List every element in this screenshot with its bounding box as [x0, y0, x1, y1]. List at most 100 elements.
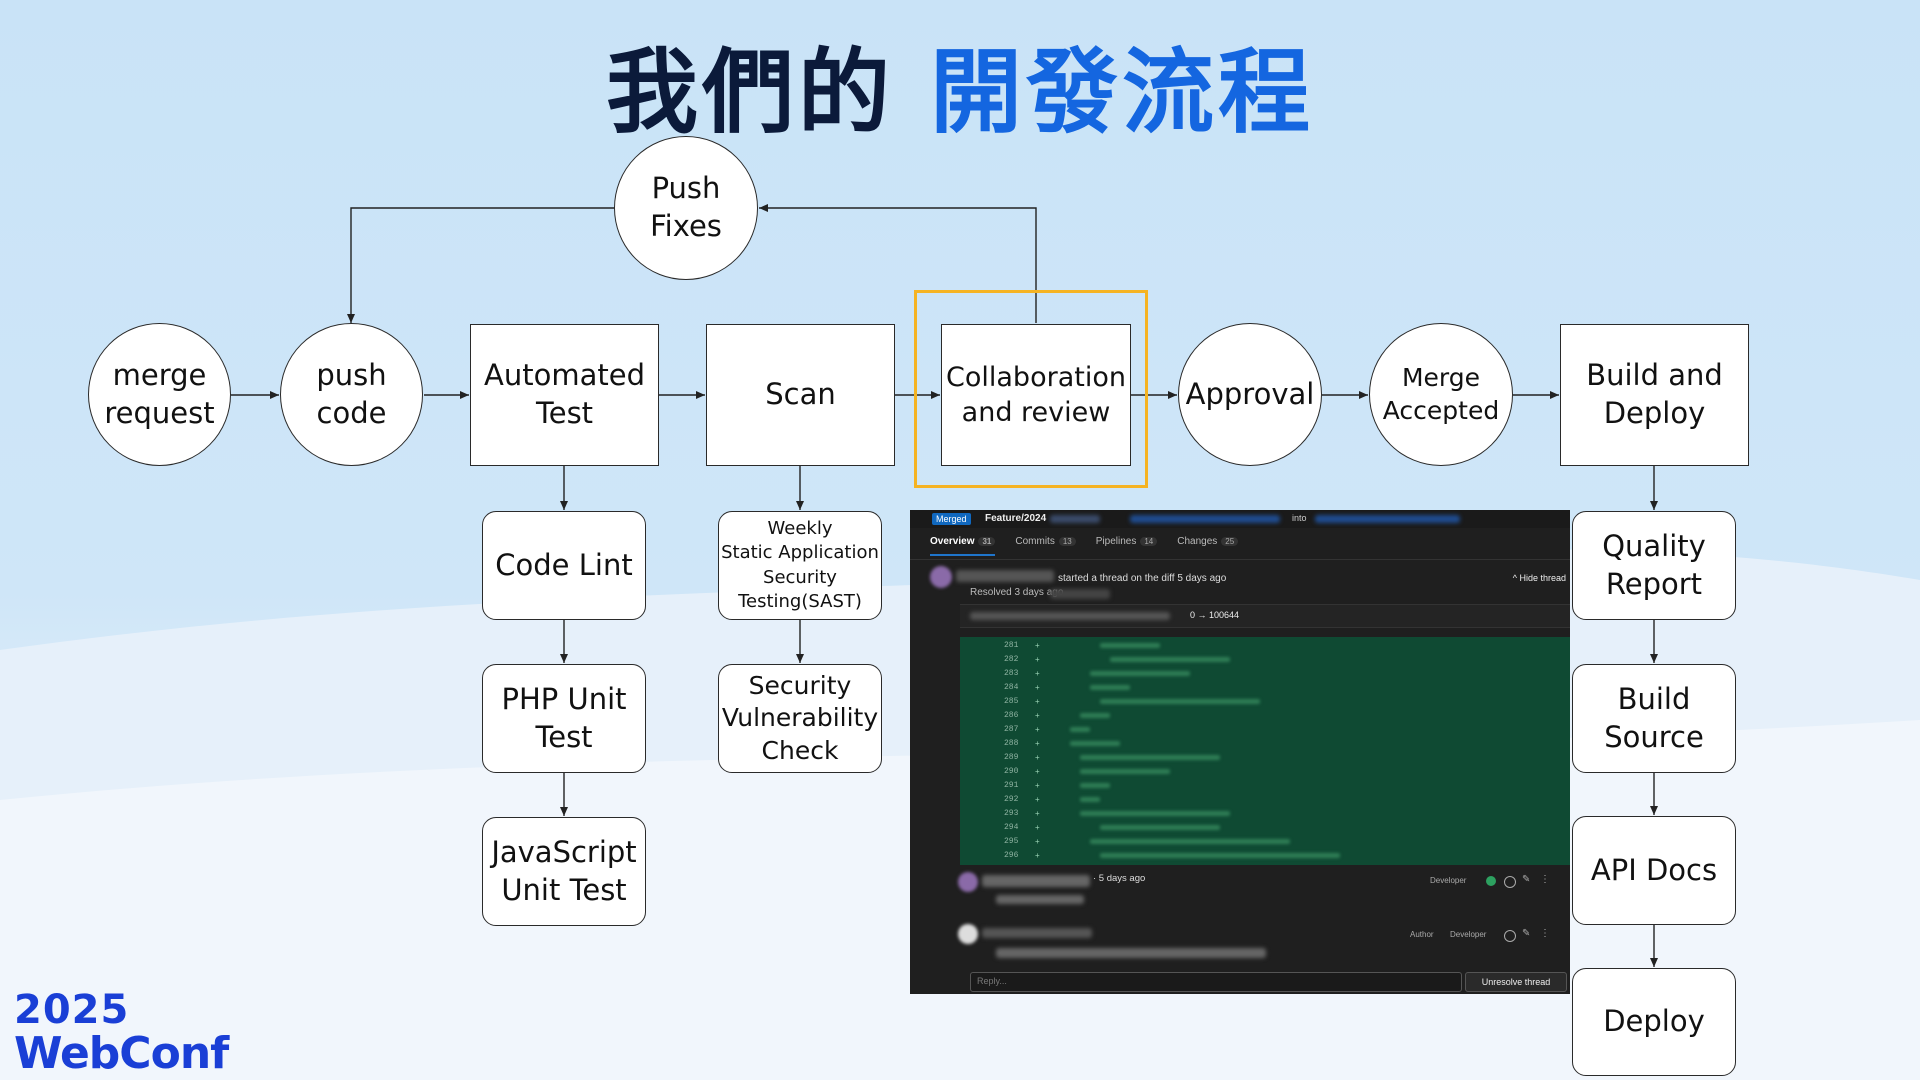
node-sast-label: Weekly Static Application Security Testi… — [721, 517, 879, 612]
tab-overview-label: Overview — [930, 536, 975, 547]
node-merge-accepted: Merge Accepted — [1369, 323, 1513, 466]
more-icon-2[interactable]: ⋮ — [1540, 928, 1550, 939]
node-js-unit-label: JavaScript Unit Test — [491, 834, 637, 907]
node-sast: Weekly Static Application Security Testi… — [718, 511, 882, 620]
added-line-marker: + — [1035, 851, 1040, 860]
tab-changes-label: Changes — [1177, 536, 1218, 547]
comment-avatar — [958, 872, 978, 892]
reply-avatar — [958, 924, 978, 944]
edit-icon[interactable]: ✎ — [1522, 874, 1531, 885]
blurred-code-line — [1100, 643, 1160, 648]
blurred-comment-text — [996, 895, 1084, 904]
node-push-code-label: push code — [316, 357, 387, 430]
added-line-marker: + — [1035, 641, 1040, 650]
line-number: 289 — [1004, 753, 1019, 762]
blurred-code-line — [1080, 769, 1170, 774]
unresolve-thread-button[interactable]: Unresolve thread — [1465, 972, 1567, 992]
title-part-2: 開發流程 — [930, 39, 1315, 146]
blurred-code-line — [1080, 755, 1220, 760]
node-merge-request-label: merge request — [104, 357, 215, 430]
emoji-icon-2[interactable] — [1504, 930, 1516, 942]
blurred-code-line — [1070, 741, 1120, 746]
blurred-code-line — [1100, 853, 1340, 858]
node-collaboration: Collaboration and review — [941, 324, 1131, 466]
emoji-icon[interactable] — [1504, 876, 1516, 888]
resolved-status: Resolved 3 days ago — [970, 587, 1064, 598]
node-security-check: Security Vulnerability Check — [718, 664, 882, 773]
page-title: 我們的 開發流程 — [0, 18, 1920, 151]
tab-commits-label: Commits — [1015, 536, 1055, 547]
line-number: 282 — [1004, 655, 1019, 664]
node-build-source-label: Build Source — [1604, 681, 1704, 754]
edge-fixes-to-push — [347, 207, 614, 323]
merged-badge: Merged — [932, 513, 971, 525]
title-part-1: 我們的 — [605, 39, 894, 146]
node-scan: Scan — [706, 324, 895, 466]
thread-meta: started a thread on the diff 5 days ago — [1058, 573, 1227, 584]
edit-icon-2[interactable]: ✎ — [1522, 928, 1531, 939]
node-automated-test: Automated Test — [470, 324, 659, 466]
resolved-check-icon[interactable] — [1486, 876, 1496, 886]
file-mode-change: 0 → 100644 — [1190, 610, 1240, 620]
node-approval: Approval — [1178, 323, 1322, 466]
webconf-logo: 2025 WebConf — [14, 990, 229, 1076]
node-scan-label: Scan — [765, 377, 836, 412]
comment-time: · 5 days ago — [1093, 873, 1146, 884]
node-api-docs-label: API Docs — [1590, 852, 1718, 887]
added-line-marker: + — [1035, 809, 1040, 818]
node-security-check-label: Security Vulnerability Check — [721, 670, 879, 765]
node-push-code: push code — [280, 323, 423, 466]
blurred-file-path — [970, 612, 1170, 620]
node-deploy: Deploy — [1572, 968, 1736, 1076]
reply-input[interactable]: Reply... — [970, 972, 1462, 992]
node-php-unit-label: PHP Unit Test — [501, 681, 627, 754]
added-line-marker: + — [1035, 837, 1040, 846]
line-number: 285 — [1004, 697, 1019, 706]
blurred-code-line — [1100, 699, 1260, 704]
node-merge-accepted-label: Merge Accepted — [1382, 363, 1500, 425]
tab-changes-count: 25 — [1221, 537, 1239, 546]
blurred-source-branch — [1130, 515, 1280, 523]
blurred-replier — [982, 928, 1092, 938]
blurred-code-line — [1080, 797, 1100, 802]
blurred-code-line — [1080, 811, 1230, 816]
reply-placeholder: Reply... — [977, 976, 1007, 986]
added-line-marker: + — [1035, 683, 1040, 692]
line-number: 281 — [1004, 641, 1019, 650]
added-line-marker: + — [1035, 781, 1040, 790]
line-number: 290 — [1004, 767, 1019, 776]
line-number: 295 — [1004, 837, 1019, 846]
blurred-code-line — [1100, 825, 1220, 830]
node-quality-report: Quality Report — [1572, 511, 1736, 620]
line-number: 292 — [1004, 795, 1019, 804]
line-number: 288 — [1004, 739, 1019, 748]
added-line-marker: + — [1035, 669, 1040, 678]
blurred-code-line — [1090, 839, 1290, 844]
node-php-unit: PHP Unit Test — [482, 664, 646, 773]
node-merge-request: merge request — [88, 323, 231, 466]
added-line-marker: + — [1035, 767, 1040, 776]
role-developer-2: Developer — [1450, 930, 1487, 939]
added-line-marker: + — [1035, 739, 1040, 748]
more-icon[interactable]: ⋮ — [1540, 874, 1550, 885]
node-approval-label: Approval — [1185, 376, 1315, 411]
tab-overview-count: 31 — [978, 537, 996, 546]
branch-name: Feature/2024 — [985, 513, 1047, 524]
line-number: 296 — [1004, 851, 1019, 860]
node-build-source: Build Source — [1572, 664, 1736, 773]
hide-thread-button[interactable]: ^ Hide thread — [1512, 573, 1566, 583]
blurred-resolver — [1050, 589, 1110, 599]
node-deploy-label: Deploy — [1603, 1004, 1705, 1039]
node-push-fixes: Push Fixes — [614, 136, 758, 280]
avatar — [930, 566, 952, 588]
node-code-lint-label: Code Lint — [495, 547, 633, 582]
node-push-fixes-label: Push Fixes — [650, 171, 722, 243]
added-line-marker: + — [1035, 823, 1040, 832]
